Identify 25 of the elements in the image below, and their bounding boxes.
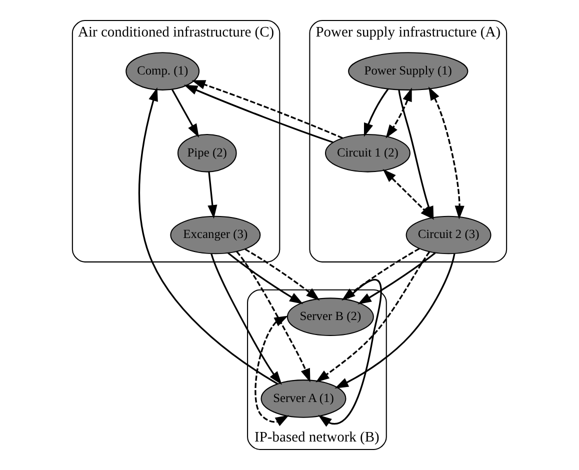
node-ellipse: Circuit 1 (2) bbox=[324, 134, 410, 172]
arrow bbox=[428, 86, 464, 220]
node-ellipse: Server B (2) bbox=[286, 298, 374, 336]
arrow bbox=[364, 88, 389, 137]
arrow bbox=[236, 251, 310, 382]
arrow bbox=[210, 253, 282, 385]
arrow bbox=[192, 80, 343, 139]
node-ellipse: Power Supply (1) bbox=[348, 52, 468, 90]
node-ellipse: Pipe (2) bbox=[177, 134, 237, 172]
node-ellipse: Circuit 2 (3) bbox=[406, 216, 492, 254]
arrow bbox=[318, 279, 382, 427]
arrow bbox=[254, 316, 290, 426]
arrow bbox=[334, 254, 456, 388]
arrow bbox=[358, 252, 436, 304]
arrow bbox=[228, 252, 304, 304]
arrow bbox=[316, 251, 430, 382]
node-ellipse: Comp. (1) bbox=[126, 52, 200, 90]
node-ellipse: Excanger (3) bbox=[170, 216, 261, 254]
arrow bbox=[138, 87, 278, 385]
arrow bbox=[244, 248, 320, 301]
arrow bbox=[184, 84, 334, 144]
arrow bbox=[386, 88, 412, 138]
node-ellipse: Server A (1) bbox=[260, 380, 346, 418]
arrow bbox=[172, 89, 200, 138]
arrow bbox=[208, 172, 218, 219]
